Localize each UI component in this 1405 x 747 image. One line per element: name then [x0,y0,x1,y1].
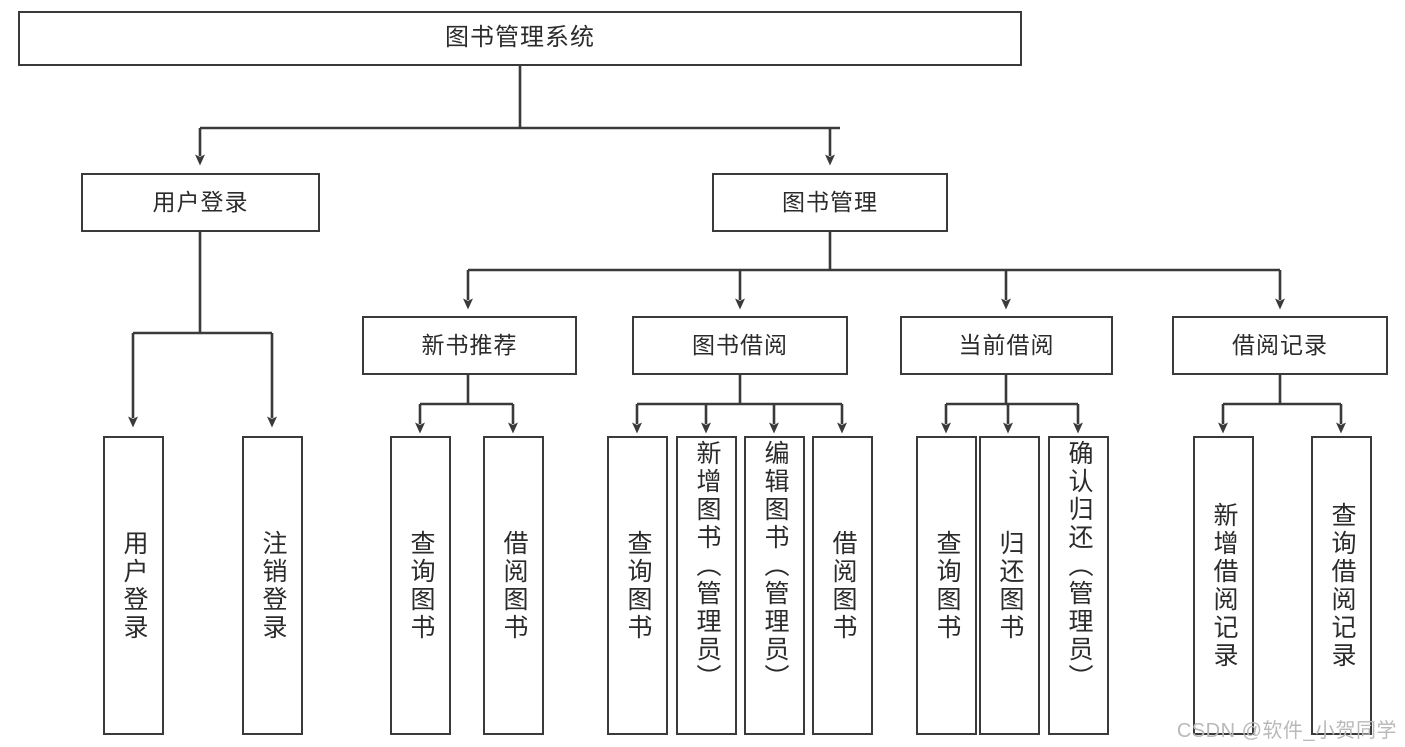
node-book-management-label: 图书管理 [782,188,878,215]
leaf-logout-label: 注销登录 [259,529,287,642]
leaf-query-book-new[interactable]: 查询图书 [390,436,451,735]
node-book-management[interactable]: 图书管理 [712,173,948,232]
leaf-edit-book-admin-label: 编辑图书（管理员） [761,440,789,692]
leaf-add-borrow-record[interactable]: 新增借阅记录 [1193,436,1254,735]
leaf-query-book-new-label: 查询图书 [407,529,435,642]
leaf-query-borrow-record[interactable]: 查询借阅记录 [1311,436,1372,735]
node-current-borrow-label: 当前借阅 [958,331,1055,358]
leaf-query-book-current-label: 查询图书 [933,529,961,642]
node-new-book-recommend[interactable]: 新书推荐 [362,316,577,375]
leaf-return-book-label: 归还图书 [996,529,1024,642]
leaf-borrow-book-borrow[interactable]: 借阅图书 [812,436,873,735]
leaf-query-book-borrow[interactable]: 查询图书 [607,436,668,735]
node-user-login[interactable]: 用户登录 [81,173,320,232]
leaf-query-book-borrow-label: 查询图书 [624,529,652,642]
leaf-add-borrow-record-label: 新增借阅记录 [1210,501,1238,670]
node-book-borrow-label: 图书借阅 [692,331,788,358]
node-user-login-label: 用户登录 [152,188,249,215]
leaf-user-login[interactable]: 用户登录 [103,436,164,735]
node-new-book-recommend-label: 新书推荐 [421,331,518,358]
node-root-label: 图书管理系统 [445,24,595,52]
leaf-confirm-return-admin-label: 确认归还（管理员） [1065,440,1093,692]
node-book-borrow[interactable]: 图书借阅 [632,316,848,375]
leaf-query-borrow-record-label: 查询借阅记录 [1328,501,1356,670]
node-borrow-records[interactable]: 借阅记录 [1172,316,1388,375]
leaf-borrow-book-borrow-label: 借阅图书 [829,529,857,642]
leaf-return-book[interactable]: 归还图书 [979,436,1040,735]
node-current-borrow[interactable]: 当前借阅 [900,316,1113,375]
watermark: CSDN @软件_小贺同学 [1176,720,1397,742]
leaf-confirm-return-admin[interactable]: 确认归还（管理员） [1048,436,1109,735]
leaf-add-book-admin[interactable]: 新增图书（管理员） [676,436,737,735]
leaf-edit-book-admin[interactable]: 编辑图书（管理员） [744,436,805,735]
leaf-query-book-current[interactable]: 查询图书 [916,436,977,735]
leaf-user-login-label: 用户登录 [120,529,148,642]
leaf-borrow-book-new-label: 借阅图书 [500,529,528,642]
node-borrow-records-label: 借阅记录 [1232,331,1328,358]
leaf-borrow-book-new[interactable]: 借阅图书 [483,436,544,735]
leaf-add-book-admin-label: 新增图书（管理员） [693,440,721,692]
node-root[interactable]: 图书管理系统 [18,11,1022,66]
leaf-logout[interactable]: 注销登录 [242,436,303,735]
